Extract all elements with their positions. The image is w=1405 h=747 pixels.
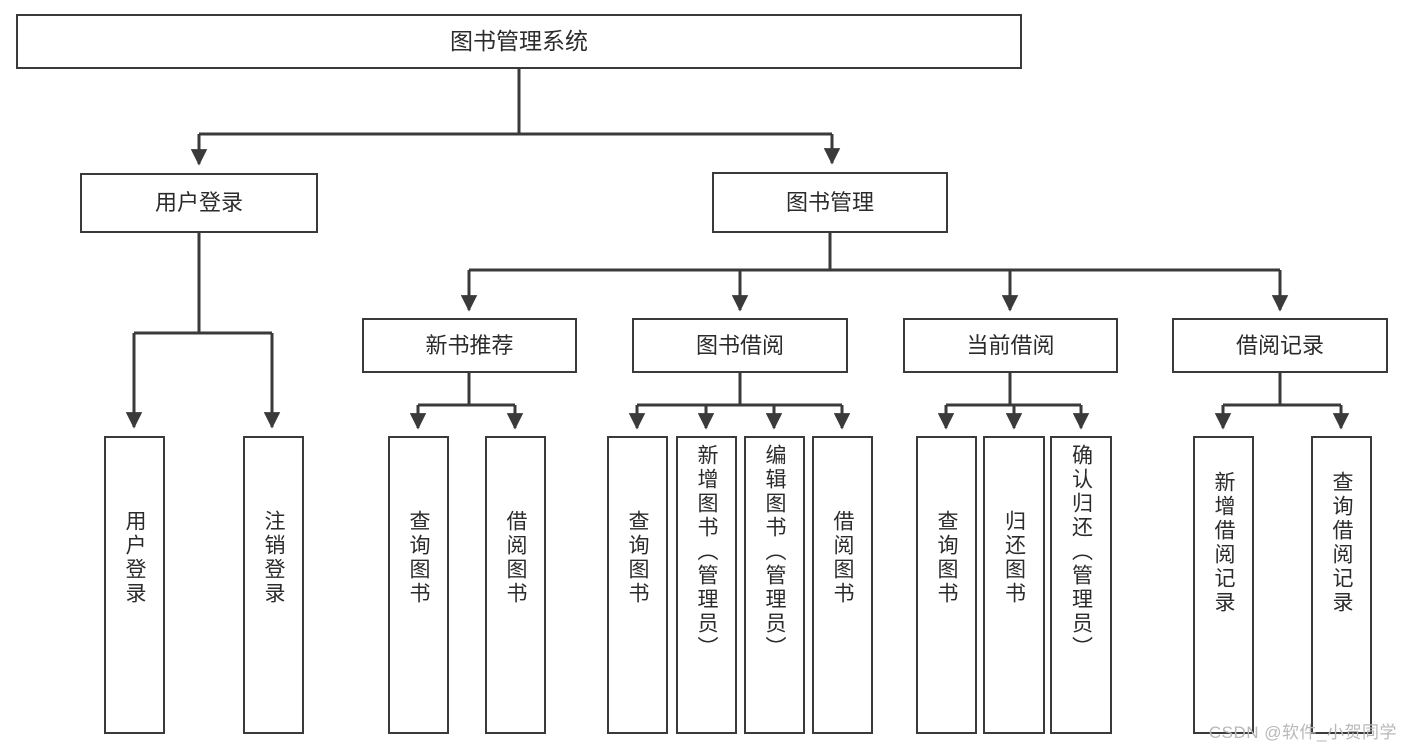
node-label: 图书管理系统 <box>450 27 588 54</box>
node-book-manage[interactable]: 图书管理 <box>712 172 948 233</box>
node-label: 查询图书 <box>407 510 430 606</box>
leaf-edit-book[interactable]: 编辑图书（管理员） <box>744 436 805 734</box>
node-label: 编辑图书（管理员） <box>763 444 786 660</box>
node-new-book-rec[interactable]: 新书推荐 <box>362 318 577 373</box>
node-label: 借阅记录 <box>1235 332 1324 358</box>
node-label: 新增图书（管理员） <box>695 444 718 660</box>
node-borrow-record[interactable]: 借阅记录 <box>1172 318 1388 373</box>
node-label: 用户登录 <box>154 190 243 216</box>
node-label: 当前借阅 <box>966 332 1055 358</box>
leaf-borrow-book-2[interactable]: 借阅图书 <box>812 436 873 734</box>
node-label: 图书借阅 <box>695 332 784 358</box>
node-book-borrow[interactable]: 图书借阅 <box>632 318 848 373</box>
node-root[interactable]: 图书管理系统 <box>16 14 1022 69</box>
node-label: 查询图书 <box>626 510 649 606</box>
leaf-add-record[interactable]: 新增借阅记录 <box>1193 436 1254 734</box>
leaf-query-book-1[interactable]: 查询图书 <box>388 436 449 734</box>
node-label: 新增借阅记录 <box>1212 471 1235 615</box>
leaf-user-logout[interactable]: 注销登录 <box>243 436 304 734</box>
node-label: 归还图书 <box>1002 510 1026 606</box>
leaf-user-login[interactable]: 用户登录 <box>104 436 165 734</box>
node-label: 新书推荐 <box>425 332 514 358</box>
leaf-confirm-return[interactable]: 确认归还（管理员） <box>1050 436 1112 734</box>
node-current-borrow[interactable]: 当前借阅 <box>903 318 1118 373</box>
node-label: 确认归还（管理员） <box>1069 444 1093 660</box>
node-label: 图书管理 <box>785 189 874 215</box>
leaf-query-book-2[interactable]: 查询图书 <box>607 436 668 734</box>
node-label: 借阅图书 <box>831 510 854 606</box>
node-label: 借阅图书 <box>504 510 527 606</box>
node-label: 注销登录 <box>262 510 285 606</box>
node-label: 查询图书 <box>935 510 958 606</box>
leaf-borrow-book-1[interactable]: 借阅图书 <box>485 436 546 734</box>
leaf-add-book[interactable]: 新增图书（管理员） <box>676 436 737 734</box>
node-label: 用户登录 <box>123 510 146 606</box>
leaf-query-book-3[interactable]: 查询图书 <box>916 436 977 734</box>
leaf-return-book[interactable]: 归还图书 <box>983 436 1045 734</box>
node-label: 查询借阅记录 <box>1330 471 1353 615</box>
leaf-query-record[interactable]: 查询借阅记录 <box>1311 436 1372 734</box>
csdn-watermark: CSDN @软件_小贺同学 <box>1208 723 1397 742</box>
node-user-login[interactable]: 用户登录 <box>80 173 318 233</box>
